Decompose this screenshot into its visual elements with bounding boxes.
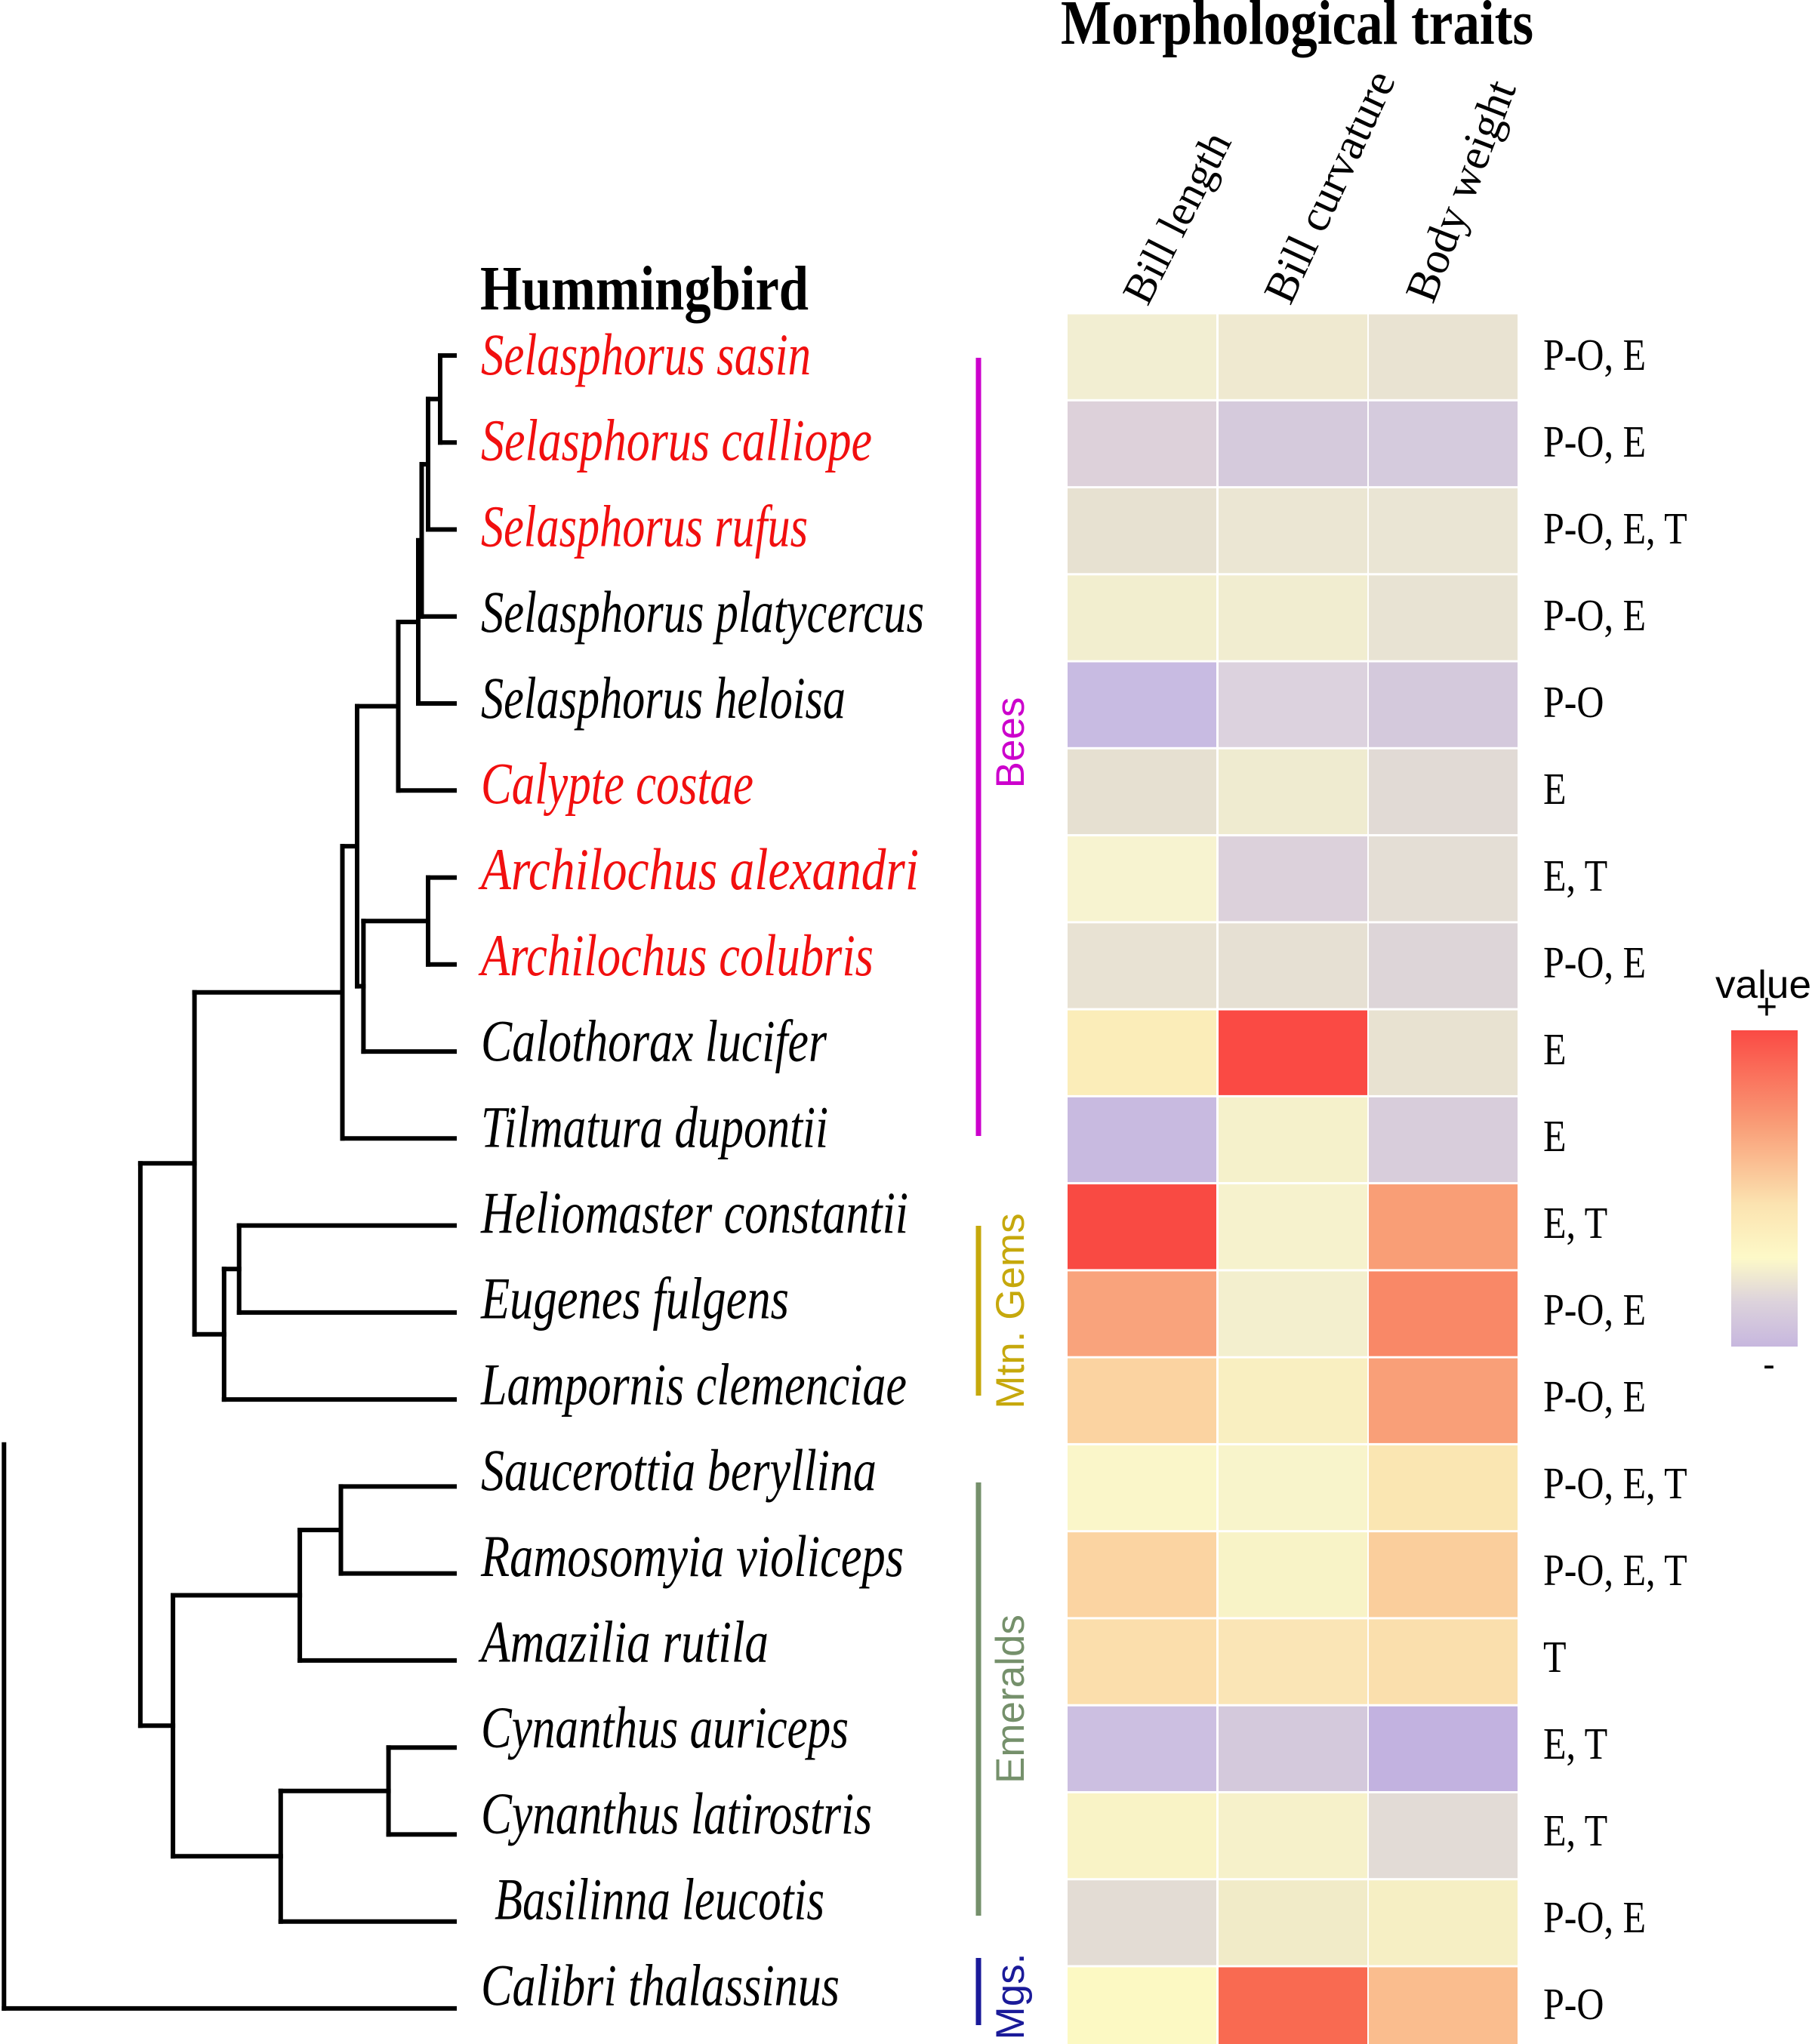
- svg-text:Saucerottia beryllina: Saucerottia beryllina: [481, 1437, 877, 1503]
- svg-text:Selasphorus calliope: Selasphorus calliope: [481, 408, 872, 473]
- svg-text:Calypte costae: Calypte costae: [481, 751, 753, 817]
- svg-text:Ramosomyia violiceps: Ramosomyia violiceps: [480, 1523, 904, 1589]
- svg-text:Morphological traits: Morphological traits: [1061, 0, 1533, 58]
- svg-text:Cynanthus latirostris: Cynanthus latirostris: [481, 1781, 872, 1846]
- svg-text:P-O, E, T: P-O, E, T: [1543, 1545, 1687, 1595]
- svg-text:Archilochus colubris: Archilochus colubris: [478, 922, 874, 988]
- svg-text:E: E: [1543, 1111, 1567, 1161]
- svg-text:P-O, E: P-O, E: [1543, 1285, 1646, 1334]
- svg-text:P-O, E, T: P-O, E, T: [1543, 1458, 1687, 1508]
- svg-text:Calibri thalassinus: Calibri thalassinus: [481, 1952, 840, 2018]
- svg-text:P-O, E: P-O, E: [1543, 330, 1646, 380]
- svg-text:Heliomaster constantii: Heliomaster constantii: [480, 1180, 908, 1245]
- svg-text:P-O, E: P-O, E: [1543, 417, 1646, 466]
- svg-text:Selasphorus rufus: Selasphorus rufus: [481, 493, 808, 559]
- svg-text:-: -: [1763, 1345, 1775, 1385]
- svg-text:Tilmatura dupontii: Tilmatura dupontii: [481, 1094, 828, 1159]
- svg-text:Selasphorus platycercus: Selasphorus platycercus: [481, 579, 924, 645]
- svg-text:P-O, E: P-O, E: [1543, 937, 1646, 987]
- svg-text:Selasphorus heloisa: Selasphorus heloisa: [481, 665, 846, 731]
- svg-text:E: E: [1543, 1024, 1567, 1074]
- svg-text:P-O, E, T: P-O, E, T: [1543, 503, 1687, 553]
- svg-text:Bees: Bees: [988, 697, 1033, 789]
- svg-text:Eugenes fulgens: Eugenes fulgens: [480, 1266, 789, 1331]
- svg-text:Basilinna leucotis: Basilinna leucotis: [495, 1867, 824, 1932]
- svg-text:Mtn. Gems: Mtn. Gems: [988, 1213, 1033, 1408]
- svg-text:P-O, E: P-O, E: [1543, 1371, 1646, 1421]
- svg-text:E, T: E, T: [1543, 1805, 1607, 1855]
- svg-text:E: E: [1543, 764, 1567, 814]
- svg-text:P-O, E: P-O, E: [1543, 1892, 1646, 1942]
- svg-text:Lampornis clemenciae: Lampornis clemenciae: [480, 1351, 907, 1417]
- svg-text:Cynanthus auriceps: Cynanthus auriceps: [481, 1695, 849, 1760]
- svg-text:Selasphorus sasin: Selasphorus sasin: [481, 322, 811, 387]
- svg-text:P-O: P-O: [1543, 677, 1604, 727]
- svg-text:P-O, E: P-O, E: [1543, 590, 1646, 640]
- svg-text:E, T: E, T: [1543, 1719, 1607, 1768]
- svg-text:Emeralds: Emeralds: [988, 1615, 1033, 1784]
- svg-text:Calothorax lucifer: Calothorax lucifer: [481, 1008, 827, 1074]
- svg-text:value: value: [1715, 963, 1811, 1007]
- svg-text:P-O: P-O: [1543, 1979, 1604, 2029]
- svg-text:Archilochus alexandri: Archilochus alexandri: [478, 836, 919, 902]
- svg-text:E, T: E, T: [1543, 1198, 1607, 1248]
- svg-text:+: +: [1756, 987, 1777, 1027]
- svg-text:T: T: [1543, 1632, 1567, 1682]
- svg-text:E, T: E, T: [1543, 851, 1607, 900]
- svg-text:Amazilia rutila: Amazilia rutila: [478, 1609, 769, 1675]
- svg-text:Mgs.: Mgs.: [988, 1953, 1033, 2040]
- svg-text:Hummingbird: Hummingbird: [480, 254, 809, 324]
